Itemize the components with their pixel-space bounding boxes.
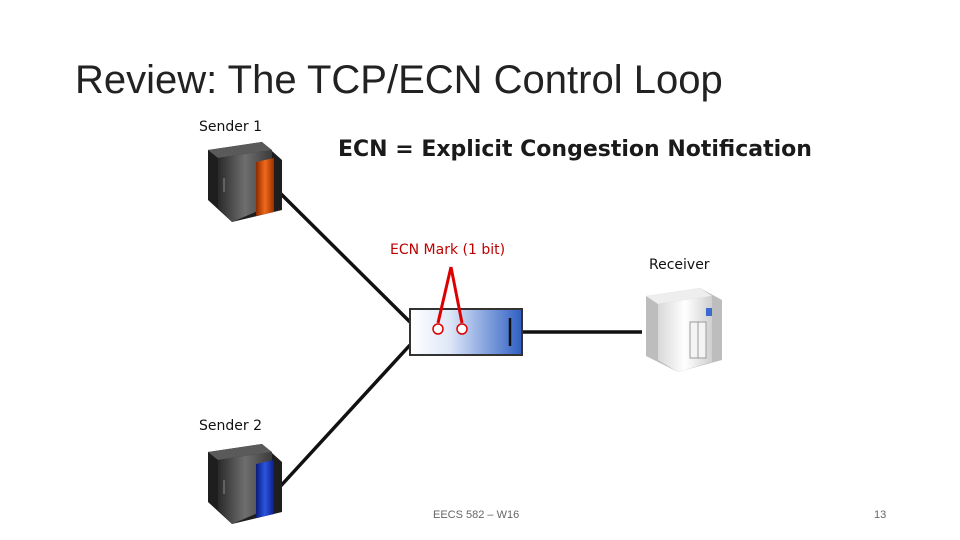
link-sender2-to-queue xyxy=(275,343,412,492)
page-number: 13 xyxy=(874,509,887,521)
ecn-bit-dot xyxy=(432,323,444,335)
sender2-label: Sender 2 xyxy=(199,418,262,434)
slide-footer: EECS 582 – W16 xyxy=(433,509,520,521)
receiver-label: Receiver xyxy=(649,257,710,273)
sender1-server-icon xyxy=(208,142,282,222)
link-sender1-to-queue xyxy=(275,188,412,324)
ecn-definition: ECN = Explicit Congestion Notification xyxy=(338,137,812,162)
sender2-server-icon xyxy=(208,444,282,524)
slide-title: Review: The TCP/ECN Control Loop xyxy=(75,58,723,102)
sender1-label: Sender 1 xyxy=(199,119,262,135)
ecn-mark-label: ECN Mark (1 bit) xyxy=(390,242,506,258)
receiver-server-icon xyxy=(646,288,722,372)
ecn-mark-arrows xyxy=(432,266,468,335)
receiver-status-light xyxy=(706,308,712,316)
switch-queue xyxy=(409,308,523,356)
ecn-bit-dot xyxy=(456,323,468,335)
